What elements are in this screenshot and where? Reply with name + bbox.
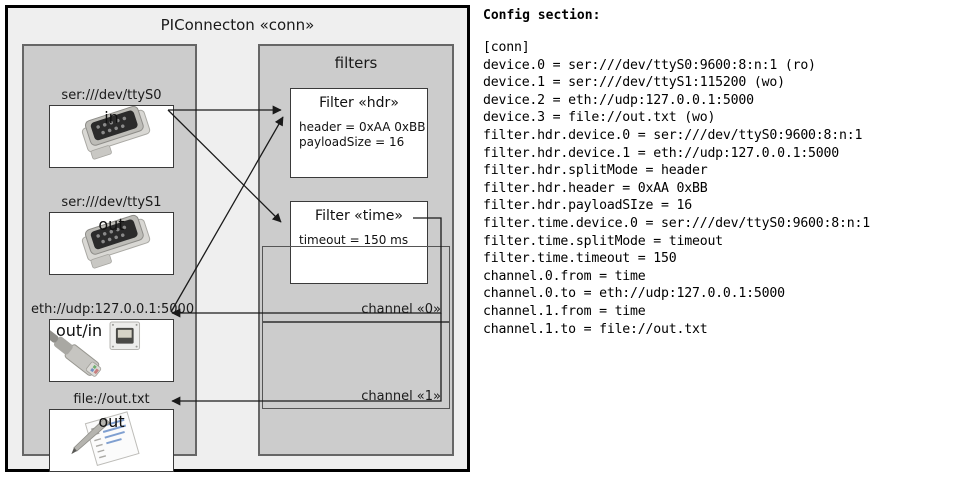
devices-panel: ser:///dev/ttyS0 in: [22, 44, 197, 472]
serial-port-icon: [81, 106, 151, 160]
device-ttyS0[interactable]: ser:///dev/ttyS0 in: [49, 87, 174, 168]
config-text: [conn] device.0 = ser:///dev/ttyS0:9600:…: [483, 40, 870, 337]
device-label: file://out.txt: [73, 392, 150, 407]
config-heading: Config section:: [483, 8, 601, 23]
device-box: out/in: [49, 319, 174, 382]
device-box: out: [49, 212, 174, 275]
filters-panel-title: filters: [334, 54, 378, 72]
device-ttyS1[interactable]: ser:///dev/ttyS1 out: [49, 194, 174, 275]
device-label: ser:///dev/ttyS1: [61, 195, 162, 210]
filter-properties: header = 0xAA 0xBB payloadSize = 16: [291, 111, 427, 150]
channel-0-label: channel «0»: [361, 302, 441, 317]
serial-port-icon: [81, 214, 151, 269]
device-direction: out: [98, 215, 125, 234]
device-box: in: [49, 105, 174, 168]
filter-title: Filter «hdr»: [319, 95, 399, 111]
config-section: Config section: [conn] device.0 = ser://…: [483, 8, 958, 338]
filter-prop: payloadSize = 16: [299, 135, 405, 149]
device-label: ser:///dev/ttyS0: [61, 88, 162, 103]
device-direction: in: [104, 108, 119, 127]
device-file[interactable]: file://out.txt out: [49, 391, 174, 472]
channel-1-label: channel «1»: [361, 389, 441, 404]
device-eth[interactable]: eth://udp:127.0.0.1:5000 out/in: [31, 301, 194, 382]
filter-properties: timeout = 150 ms: [291, 224, 427, 248]
device-box: out: [49, 409, 174, 472]
filter-prop: header = 0xAA 0xBB: [299, 120, 426, 134]
document-pen-icon: [71, 411, 140, 466]
filter-title: Filter «time»: [315, 208, 403, 224]
filter-hdr[interactable]: Filter «hdr» header = 0xAA 0xBB payloadS…: [290, 88, 428, 178]
component-title: PIConnecton «conn»: [160, 16, 315, 34]
channel-0-region: channel «0»: [262, 246, 450, 322]
device-label: eth://udp:127.0.0.1:5000: [31, 302, 195, 317]
device-direction: out: [98, 412, 125, 431]
device-direction: out/in: [56, 321, 103, 340]
ethernet-plug-icon: [50, 321, 141, 377]
channel-1-region: channel «1»: [262, 322, 450, 409]
connector-diagram: PIConnecton «conn» ser:///dev/ttyS0 in: [5, 5, 470, 472]
